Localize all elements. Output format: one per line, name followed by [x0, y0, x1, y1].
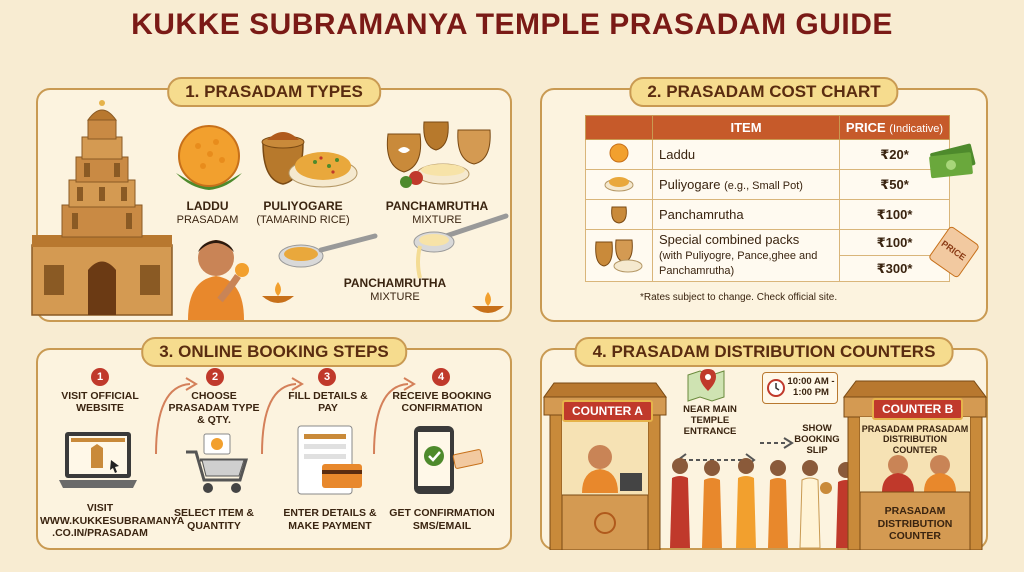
- booking-steps-heading: 3. ONLINE BOOKING STEPS: [141, 337, 407, 367]
- table-row: Special combined packs (with Puliyogre, …: [585, 229, 950, 282]
- rice-spoon-icon: [278, 233, 378, 268]
- cost-table: ITEM PRICE (Indicative) Laddu ₹20* Puliy…: [585, 115, 950, 282]
- table-row: Panchamrutha ₹100*: [585, 199, 950, 230]
- arrow-icon: [261, 377, 304, 455]
- table-header-item: ITEM: [652, 115, 840, 140]
- cost-footnote: *Rates subject to change. Check official…: [640, 292, 838, 303]
- map-icon: [687, 369, 725, 402]
- cost-chart-heading: 2. PRASADAM COST CHART: [629, 77, 899, 107]
- table-row: Puliyogare (e.g., Small Pot) ₹50*: [585, 169, 950, 200]
- counter-a-sign: COUNTER A: [562, 400, 653, 422]
- pot-icon: [611, 206, 627, 224]
- distribution-counters-heading: 4. PRASADAM DISTRIBUTION COUNTERS: [574, 337, 954, 367]
- arrow-icon: [760, 437, 794, 449]
- step-4-number: 4: [432, 368, 450, 386]
- puliyogare-label: PULIYOGARE (TAMARIND RICE): [256, 199, 350, 226]
- step-2-number: 2: [206, 368, 224, 386]
- item-name: Laddu: [659, 147, 696, 162]
- counter-b-sign: COUNTER B: [872, 398, 964, 420]
- diya-lamp-icon: [262, 282, 294, 303]
- step-2-caption: SELECT ITEM & QUANTITY: [174, 507, 254, 532]
- step-4-caption: GET CONFIRMATION SMS/EMAIL: [389, 507, 495, 532]
- table-header-price: PRICE (Indicative): [839, 115, 950, 140]
- step-1-title: VISIT OFFICIAL WEBSITE: [61, 390, 139, 415]
- step-2-title: CHOOSE PRASADAM TYPE & QTY.: [168, 390, 260, 427]
- money-icon: [929, 143, 976, 179]
- arrow-icon: [373, 377, 416, 455]
- counter-b-top-text: PRASADAM PRASADAM DISTRIBUTION COUNTER: [861, 424, 969, 455]
- table-header-icon: [585, 115, 653, 140]
- panchamrutha-label-2: PANCHAMRUTHA MIXTURE: [343, 276, 447, 303]
- near-entrance-text: NEAR MAIN TEMPLE ENTRANCE: [683, 404, 737, 437]
- step-1-caption: VISIT WWW.KUKKESUBRAMANYA .CO.IN/PRASADA…: [40, 502, 185, 540]
- item-note: (with Puliyogre, Pance,ghee and Panchamr…: [659, 250, 818, 277]
- page-title: KUKKE SUBRAMANYA TEMPLE PRASADAM GUIDE: [131, 8, 893, 41]
- step-3-title: FILL DETAILS & PAY: [288, 390, 368, 415]
- panchamrutha-label-1: PANCHAMRUTHA MIXTURE: [385, 199, 489, 226]
- step-3-caption: ENTER DETAILS & MAKE PAYMENT: [283, 507, 377, 532]
- table-header-row: ITEM PRICE (Indicative): [585, 115, 950, 140]
- payment-form-icon: [297, 425, 362, 495]
- temple-illustration: [31, 100, 173, 316]
- phone-confirmation-icon: [414, 426, 484, 494]
- arrow-icon: [155, 377, 198, 455]
- devotee-boy-icon: [188, 240, 249, 320]
- laddu-icon: [609, 143, 629, 163]
- laddu-label: LADDU PRASADAM: [176, 199, 239, 226]
- diya-lamp-icon: [472, 292, 504, 313]
- timing-box: 10:00 AM - 1:00 PM: [762, 372, 838, 404]
- clock-icon: [767, 379, 785, 397]
- step-1-number: 1: [91, 368, 109, 386]
- prasadam-types-heading: 1. PRASADAM TYPES: [167, 77, 381, 107]
- puliyogare-icon: [261, 132, 358, 188]
- panchamrutha-pots-icon: [386, 121, 491, 188]
- table-row: Laddu ₹20*: [585, 139, 950, 170]
- panchamrutha-ladle-icon: [413, 213, 509, 279]
- step-4-title: RECEIVE BOOKING CONFIRMATION: [392, 390, 492, 415]
- laptop-icon: [59, 432, 137, 488]
- puliyogare-icon: [604, 177, 634, 192]
- timing-text: 10:00 AM - 1:00 PM: [787, 376, 835, 399]
- show-booking-slip-text: SHOW BOOKING SLIP: [794, 423, 840, 456]
- item-note: (e.g., Small Pot): [724, 180, 803, 192]
- counter-b-bottom-text: PRASADAM DISTRIBUTION COUNTER: [877, 505, 953, 543]
- item-price: ₹100*: [839, 199, 950, 230]
- combo-pack-icon: [595, 239, 643, 273]
- laddu-icon: [176, 125, 242, 190]
- devotee-queue: [670, 458, 856, 548]
- item-name: Puliyogare: [659, 177, 721, 192]
- item-name: Special combined packs: [659, 232, 800, 248]
- cart-icon: [186, 433, 249, 493]
- step-3-number: 3: [318, 368, 336, 386]
- item-name: Panchamrutha: [659, 207, 744, 222]
